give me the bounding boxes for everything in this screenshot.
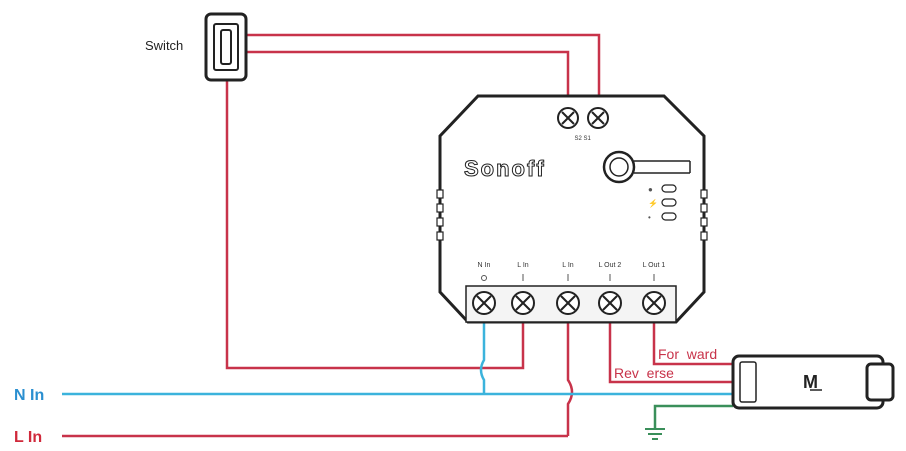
pair-button-icon: [602, 150, 691, 184]
status-leds: [661, 184, 677, 221]
smart-switch-module: [436, 94, 708, 324]
l-terminal-wire: [566, 322, 574, 436]
left-clips: [436, 189, 444, 241]
switch-label: Switch: [145, 38, 183, 53]
ground-wire: [653, 404, 733, 428]
switch-to-s1-wire: [246, 50, 570, 108]
neutral-in-label: N In: [14, 387, 44, 404]
terminal-l-out-2: [598, 291, 622, 315]
svg-text:⚡: ⚡: [648, 198, 658, 208]
reverse-wire: [608, 322, 733, 384]
terminal-label-n-in: N In: [478, 262, 491, 269]
terminal-s1: [587, 107, 609, 129]
live-in-label: L In: [14, 429, 42, 446]
terminal-label-l-in-1: L In: [517, 262, 529, 269]
terminal-label-l-in-2: L In: [562, 262, 574, 269]
terminal-symbols: [481, 274, 655, 281]
terminal-s2: [557, 107, 579, 129]
motor: [731, 354, 895, 410]
terminal-l-in-1: [511, 291, 535, 315]
brand-logo: Sonoff: [464, 156, 546, 182]
motor-label: M: [803, 372, 818, 392]
reverse-label: Rev erse: [614, 365, 674, 381]
switch-to-lin-wire: [225, 80, 525, 370]
svg-text:•: •: [648, 213, 651, 222]
forward-label: For ward: [658, 346, 717, 362]
top-terminal-label: S2 S1: [574, 136, 591, 142]
terminal-label-l-out-1: L Out 1: [643, 262, 666, 269]
forward-wire: [652, 322, 733, 366]
right-clips: [700, 189, 708, 241]
n-terminal-wire: [479, 322, 486, 394]
terminal-l-out-1: [642, 291, 666, 315]
wall-switch: [204, 12, 248, 82]
switch-to-s2-wire: [246, 33, 601, 108]
led-icons: ● ⚡ •: [648, 185, 658, 222]
terminal-label-l-out-2: L Out 2: [599, 262, 622, 269]
terminal-n-in: [472, 291, 496, 315]
terminal-l-in-2: [556, 291, 580, 315]
svg-text:●: ●: [648, 185, 653, 194]
ground-icon: [645, 428, 665, 440]
svg-text:Sonoff: Sonoff: [464, 156, 546, 181]
